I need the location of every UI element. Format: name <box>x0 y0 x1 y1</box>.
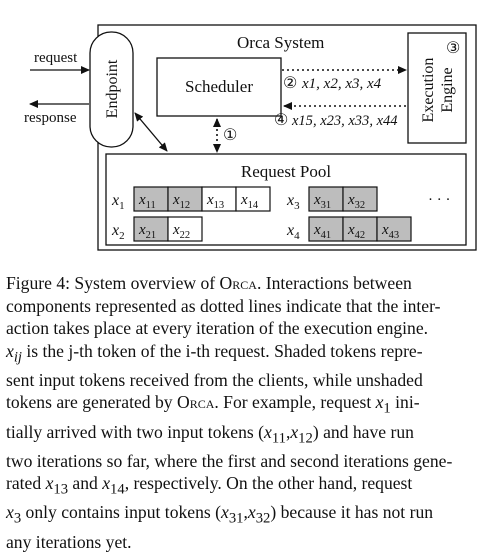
token-cell-11 <box>133 186 169 212</box>
engine-label-line1: Execution <box>420 58 437 123</box>
from-var-2: x23 <box>319 113 341 129</box>
from-var-1: x15 <box>291 113 313 129</box>
token-label-11: x11 <box>138 192 156 211</box>
token-cell-21 <box>133 216 169 242</box>
caption-line-10: x3 only contains input tokens (x31,x32) … <box>6 502 434 527</box>
token-label-14: x14 <box>240 192 259 211</box>
token-cell-41 <box>308 216 344 242</box>
caption-line-4: xij is the j-th token of the i-th reques… <box>6 340 423 366</box>
token-label-41: x41 <box>313 222 331 241</box>
caption-line-9: rated x13 and x14, respectively. On the … <box>6 473 413 498</box>
step-1-marker: ① <box>223 127 237 144</box>
execution-engine-box <box>407 32 467 144</box>
request-label: request <box>34 50 78 66</box>
token-cell-42 <box>342 216 378 242</box>
request-label-2: x2 <box>111 222 125 242</box>
request-label-4: x4 <box>286 222 300 242</box>
pool-ellipsis: · · · <box>428 192 451 208</box>
engine-label-line2: Engine <box>439 67 456 112</box>
system-diagram: Orca System Endpoint request response Sc… <box>24 24 477 251</box>
token-label-43: x43 <box>381 222 399 241</box>
token-label-12: x12 <box>172 192 190 211</box>
token-cell-14 <box>235 186 271 212</box>
token-label-22: x22 <box>172 222 190 241</box>
caption-line-11: any iterations yet. <box>6 531 132 552</box>
step-4-marker: ④ <box>274 112 288 129</box>
request-label-3: x3 <box>286 192 300 212</box>
scheduler-label: Scheduler <box>185 77 253 96</box>
step-2-marker: ② <box>283 75 297 92</box>
token-label-42: x42 <box>347 222 365 241</box>
caption-line-1: Figure 4: System overview of Orca. Inter… <box>6 273 412 293</box>
token-label-13: x13 <box>206 192 224 211</box>
token-cell-22 <box>167 216 203 242</box>
token-label-32: x32 <box>347 192 365 211</box>
caption-line-2: components represented as dotted lines i… <box>6 295 441 316</box>
pool-title: Request Pool <box>241 162 331 181</box>
from-engine-vars: x15, x23, x33, x44 <box>291 113 398 129</box>
caption-line-5: sent input tokens received from the clie… <box>6 369 423 390</box>
to-var-1: x1 <box>301 76 316 92</box>
caption-line-3: action takes place at every iteration of… <box>6 318 429 339</box>
caption-line-6: tokens are generated by Orca. For exampl… <box>6 392 420 417</box>
request-label-1: x1 <box>111 192 125 212</box>
from-var-3: x33 <box>347 113 369 129</box>
token-label-21: x21 <box>138 222 156 241</box>
response-label: response <box>24 110 77 126</box>
token-cell-32 <box>342 186 378 212</box>
to-var-2: x2 <box>323 76 339 92</box>
request-rows: x1 x11 x12 x13 x14 x2 x21 x22 x3 x31 x32 x4 x41 x42 x4… <box>111 186 412 242</box>
caption-line-7: tially arrived with two input tokens (x1… <box>6 421 414 447</box>
to-var-4: x4 <box>366 76 382 92</box>
token-cell-43 <box>376 216 412 242</box>
endpoint-box <box>89 31 134 148</box>
system-title: Orca System <box>237 33 324 52</box>
token-cell-31 <box>308 186 344 212</box>
token-label-31: x31 <box>313 192 331 211</box>
token-cell-12 <box>167 186 203 212</box>
figure-caption: Figure 4: System overview of Orca. Inter… <box>6 272 497 553</box>
to-var-3: x3 <box>344 76 359 92</box>
scheduler-box <box>156 57 282 117</box>
endpoint-label: Endpoint <box>104 59 121 118</box>
endpoint-pool-arrow <box>134 112 168 152</box>
from-var-4: x44 <box>376 113 398 129</box>
token-cell-13 <box>201 186 237 212</box>
step-3-marker: ③ <box>446 40 460 57</box>
caption-line-8: two iterations so far, where the first a… <box>6 450 453 471</box>
to-engine-vars: x1, x2, x3, x4 <box>301 76 382 92</box>
